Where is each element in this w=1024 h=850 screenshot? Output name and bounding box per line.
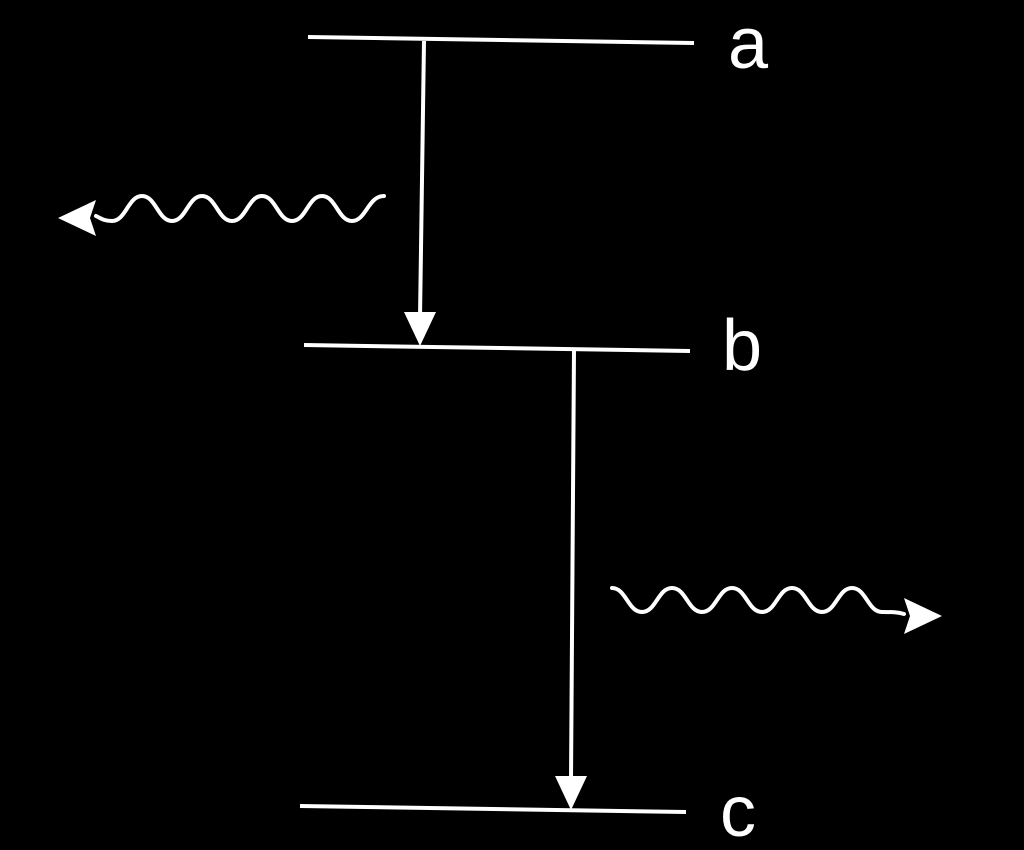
transition-arrow-shaft-a-b xyxy=(418,40,426,319)
level-label-b: b xyxy=(722,306,762,386)
photon-arrowhead-right xyxy=(904,598,942,634)
transition-b-to-c xyxy=(555,349,587,810)
emitted-photon-left xyxy=(58,193,386,236)
transition-arrow-shaft-b-c xyxy=(569,349,576,781)
transition-arrowhead-a-b xyxy=(404,312,436,346)
photon-wave-right xyxy=(610,585,906,616)
level-line-c xyxy=(299,804,687,814)
level-line-a xyxy=(307,35,695,45)
energy-level-c: c xyxy=(299,772,756,850)
transition-arrowhead-b-c xyxy=(555,776,587,810)
transition-a-to-b xyxy=(404,40,436,346)
photon-arrowhead-left xyxy=(58,200,96,236)
level-label-a: a xyxy=(728,4,769,84)
level-line-b xyxy=(303,343,691,353)
energy-level-a: a xyxy=(307,4,769,84)
energy-level-b: b xyxy=(303,306,762,386)
emitted-photon-right xyxy=(610,585,942,634)
photon-wave-left xyxy=(94,193,386,224)
level-label-c: c xyxy=(720,772,756,850)
